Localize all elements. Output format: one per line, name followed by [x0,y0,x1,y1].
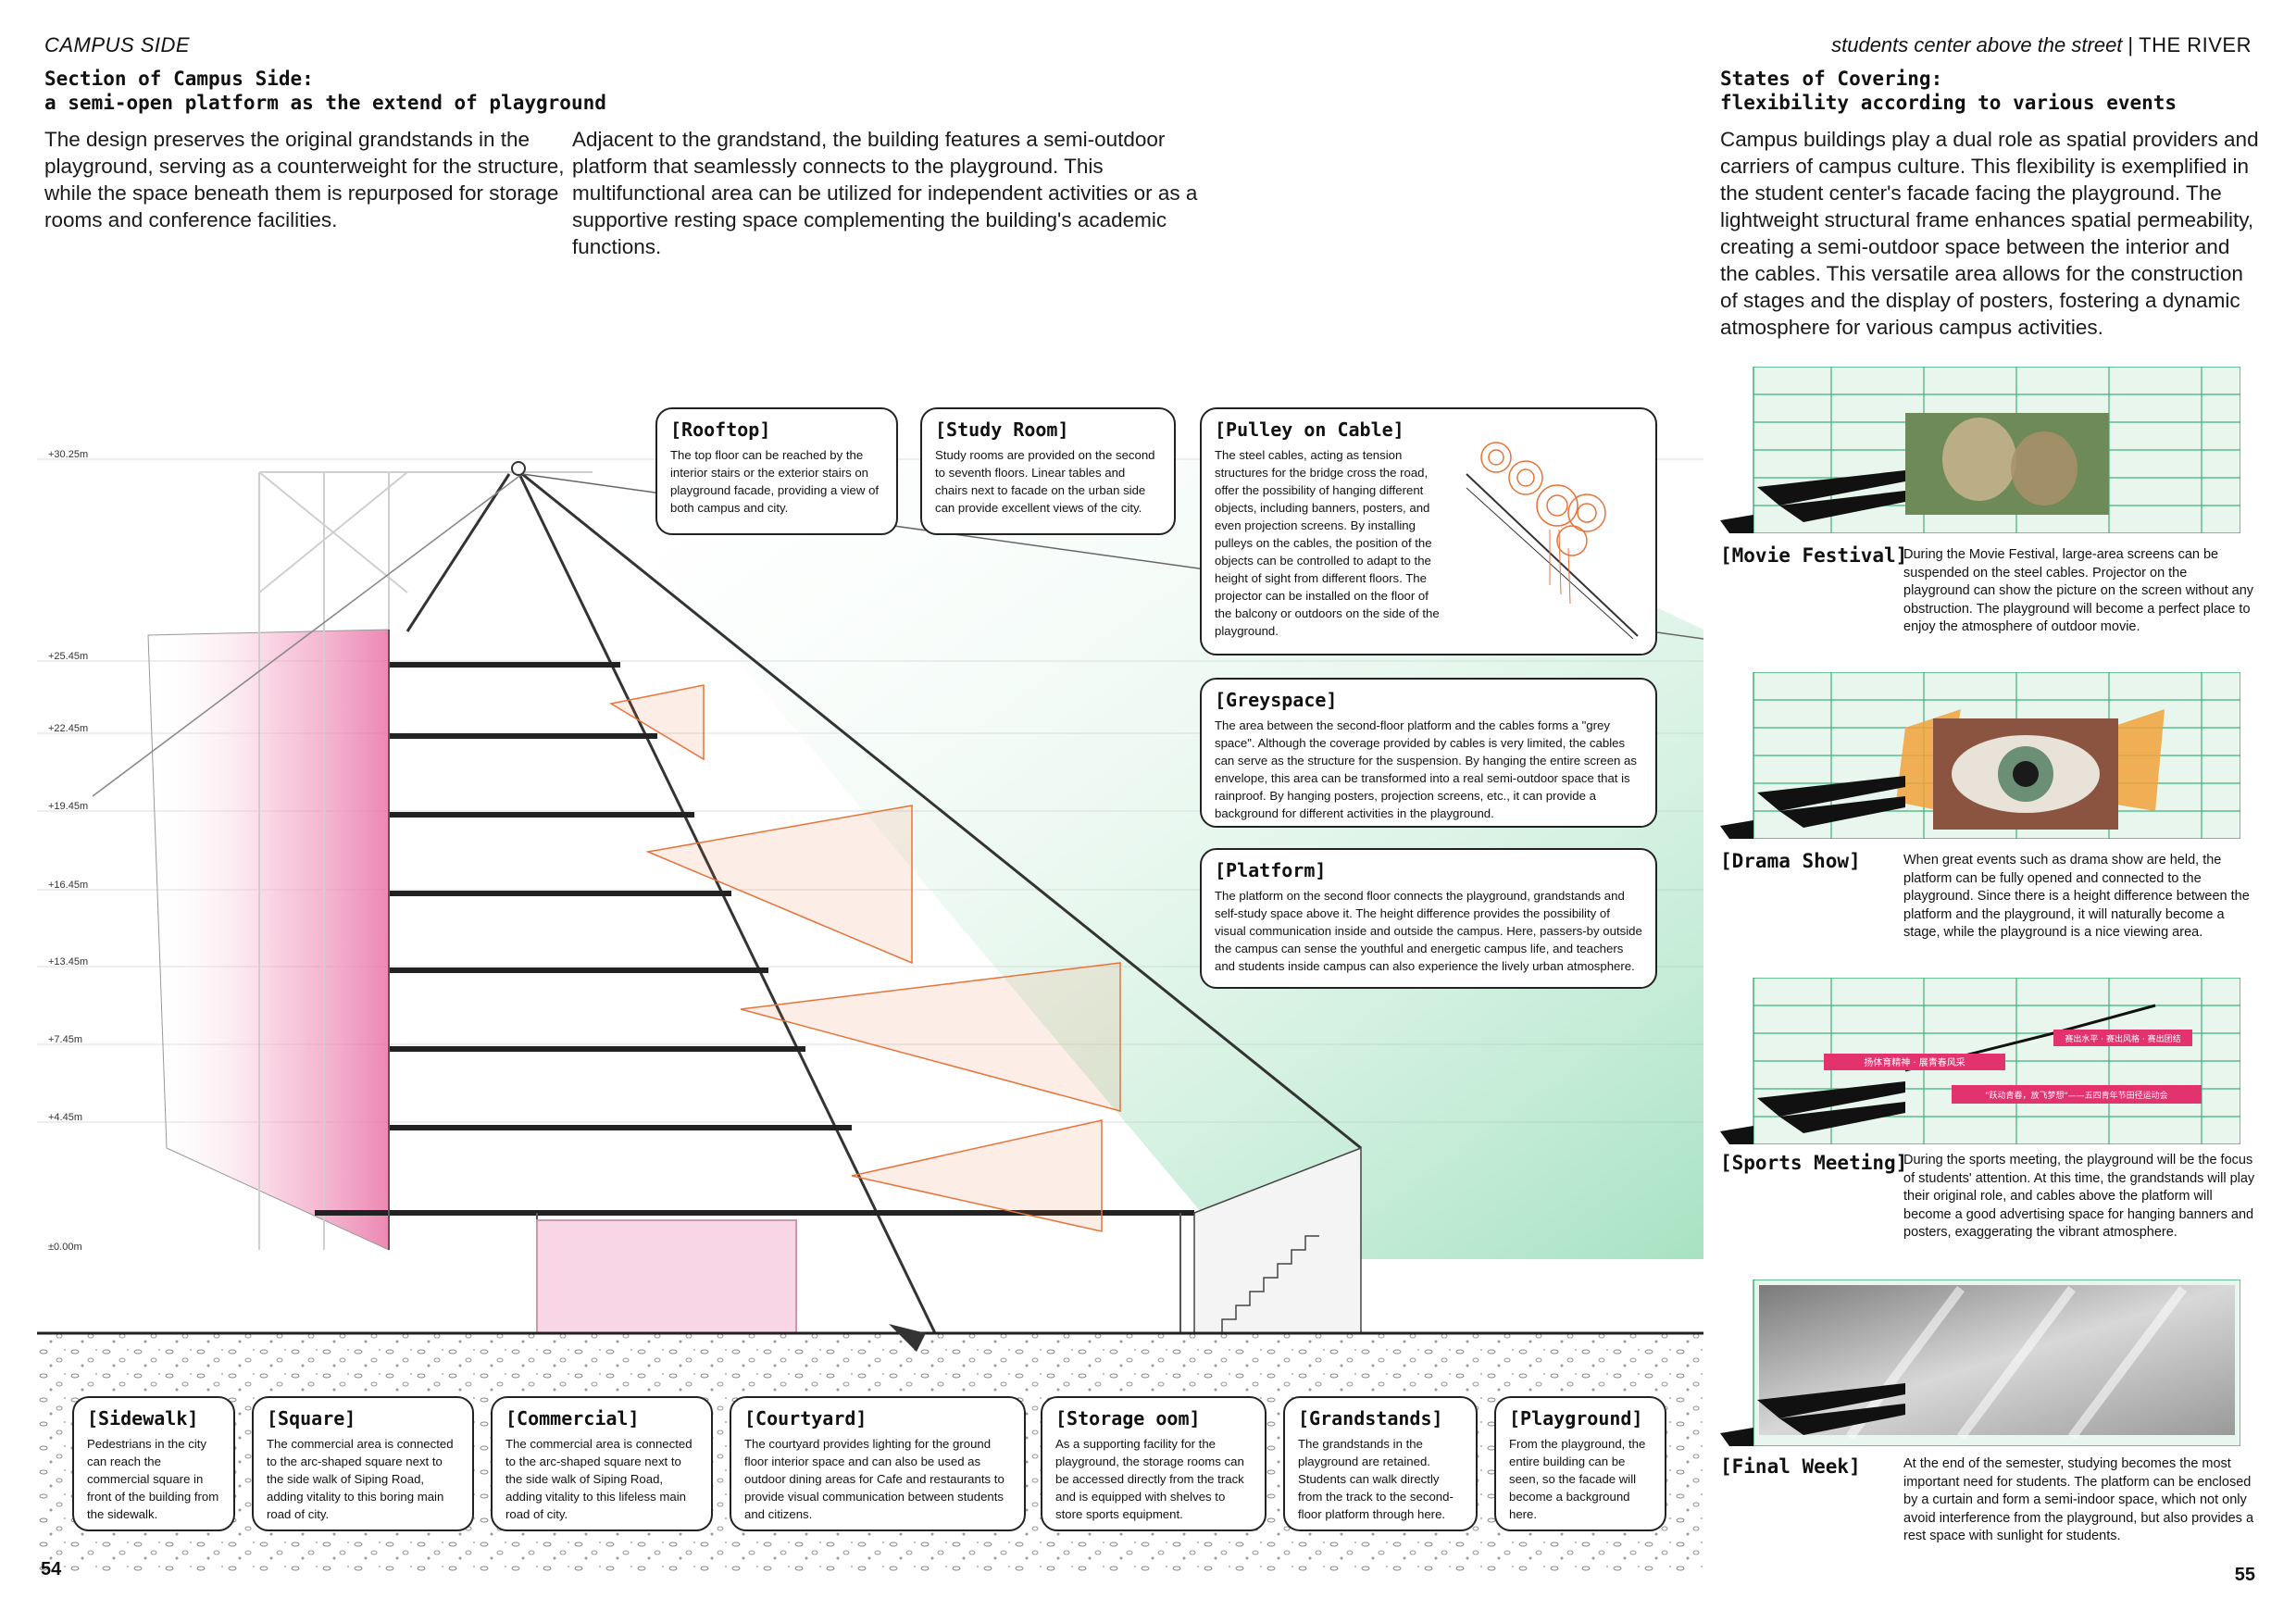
callout-square: [Square] The commercial area is connecte… [252,1396,474,1531]
callout-storage-room: [Storage oom] As a supporting facility f… [1041,1396,1267,1531]
states-paragraph: Campus buildings play a dual role as spa… [1720,128,2259,339]
callout-body: As a supporting facility for the playgro… [1055,1437,1244,1521]
states-title-line2: flexibility according to various events [1720,92,2177,114]
section-title: Section of Campus Side: a semi-open plat… [44,67,618,115]
section-paragraph-mid: Adjacent to the grandstand, the building… [572,128,1198,258]
callout-title: [Greyspace] [1215,689,1338,711]
banner-text: "跃动青春，放飞梦想"——五四青年节田径运动会 [1985,1090,2167,1101]
callout-playground: [Playground] From the playground, the en… [1494,1396,1666,1531]
callout-pulley-on-cable: [Pulley on Cable] The steel cables, acti… [1200,407,1657,655]
state-title-drama-show: [Drama Show] [1720,850,1861,872]
callout-body: The steel cables, acting as tension stru… [1215,448,1440,638]
callout-title: [Platform] [1215,859,1327,881]
callout-greyspace: [Greyspace] The area between the second-… [1200,678,1657,828]
floor-slabs [315,662,1194,1216]
final-week-illustration [1720,1280,2240,1446]
curtain [1759,1285,2235,1435]
state-desc-sports-meeting: During the sports meeting, the playgroun… [1903,1153,2255,1240]
callout-body: The commercial area is connected to the … [267,1437,454,1521]
callout-title: [Square] [267,1407,356,1429]
sports-meeting-illustration: 扬体育精神 · 展青春风采 赛出水平 · 赛出风格 · 赛出团结 "跃动青春，放… [1720,978,2240,1144]
banner-text: 赛出水平 · 赛出风格 · 赛出团结 [2065,1033,2180,1044]
state-desc-drama-show: When great events such as drama show are… [1903,853,2250,940]
callout-body: The area between the second-floor platfo… [1215,718,1637,820]
callout-rooftop: [Rooftop] The top floor can be reached b… [655,407,898,535]
mast-top-joint [511,461,526,476]
state-title-final-week: [Final Week] [1720,1455,1861,1478]
callout-body: The commercial area is connected to the … [505,1437,693,1521]
level-mark: +19.45m [48,801,89,812]
callout-body: The grandstands in the playground are re… [1298,1437,1454,1521]
callout-title: [Grandstands] [1298,1407,1443,1429]
callout-title: [Sidewalk] [87,1407,199,1429]
header-separator: | [2128,33,2134,56]
section-title-line2: a semi-open platform as the extend of pl… [44,92,606,114]
callout-body: The top floor can be reached by the inte… [670,448,880,515]
callout-title: [Courtyard] [744,1407,867,1429]
level-mark: +25.45m [48,651,89,662]
callout-title: [Pulley on Cable] [1215,418,1404,441]
state-title-sports-meeting: [Sports Meeting] [1720,1152,1908,1174]
page-number-left: 54 [41,1559,62,1579]
callout-title: [Study Room] [935,418,1069,441]
projection-cones [608,684,1121,1232]
section-title-line1: Section of Campus Side: [44,68,314,90]
callout-title: [Storage oom] [1055,1407,1201,1429]
level-mark: +4.45m [48,1112,82,1123]
running-header-right: students center above the street|THE RIV… [1831,33,2252,57]
header-title: THE RIVER [2139,33,2252,56]
callout-sidewalk: [Sidewalk] Pedestrians in the city can r… [72,1396,235,1531]
movie-festival-illustration [1720,367,2240,533]
states-title-line1: States of Covering: [1720,68,1943,90]
states-title: States of Covering: flexibility accordin… [1720,67,2239,115]
callout-title: [Rooftop] [670,418,771,441]
level-mark: +22.45m [48,723,89,734]
callout-body: The platform on the second floor connect… [1215,889,1642,973]
banner-text: 扬体育精神 · 展青春风采 [1864,1056,1965,1068]
pink-facade [147,629,390,1251]
callout-body: Pedestrians in the city can reach the co… [87,1437,219,1521]
callout-body: From the playground, the entire building… [1509,1437,1646,1521]
callout-body: The courtyard provides lighting for the … [744,1437,1004,1521]
level-mark: +16.45m [48,880,89,891]
running-header-left: CAMPUS SIDE [44,33,191,56]
building-envelope [388,630,1181,1334]
drama-show-illustration [1720,672,2240,839]
level-mark: +7.45m [48,1034,82,1045]
callout-body: Study rooms are provided on the second t… [935,448,1155,515]
state-desc-final-week: At the end of the semester, studying bec… [1903,1456,2254,1543]
pulley-illustration [1466,442,1639,640]
level-mark: +13.45m [48,956,89,968]
callout-commercial: [Commercial] The commercial area is conn… [491,1396,713,1531]
level-mark: +30.25m [48,449,89,460]
page-number-right: 55 [2234,1565,2255,1585]
callout-title: [Commercial] [505,1407,640,1429]
header-subtitle: students center above the street [1831,33,2123,56]
callout-grandstands: [Grandstands] The grandstands in the pla… [1283,1396,1478,1531]
state-desc-movie-festival: During the Movie Festival, large-area sc… [1903,547,2254,634]
callout-courtyard: [Courtyard] The courtyard provides light… [730,1396,1026,1531]
section-paragraph-left: The design preserves the original grands… [44,128,565,231]
cable-anchor [889,1324,926,1352]
callout-study-room: [Study Room] Study rooms are provided on… [920,407,1176,535]
callout-platform: [Platform] The platform on the second fl… [1200,848,1657,989]
level-mark: ±0.00m [48,1242,82,1253]
callout-title: [Playground] [1509,1407,1643,1429]
state-title-movie-festival: [Movie Festival] [1720,544,1908,567]
